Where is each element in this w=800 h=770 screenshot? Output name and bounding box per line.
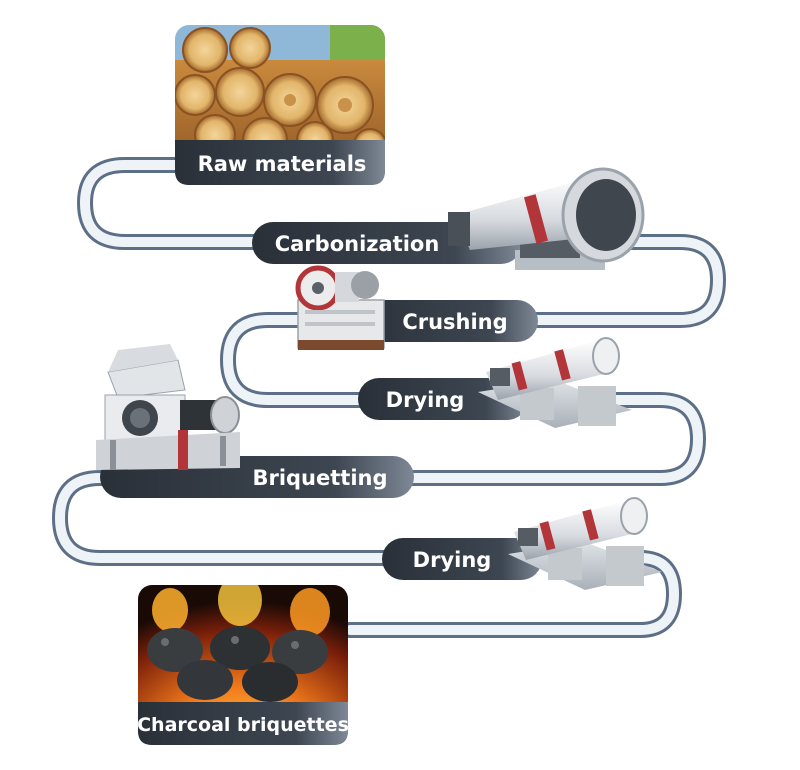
step-label: Crushing bbox=[402, 310, 507, 334]
briquetting-machine-image bbox=[96, 344, 240, 470]
step-label: Raw materials bbox=[198, 152, 367, 176]
step-label: Charcoal briquettes bbox=[137, 714, 349, 736]
crusher-machine-image bbox=[295, 265, 385, 350]
step-label: Carbonization bbox=[275, 232, 440, 256]
step-label: Briquetting bbox=[252, 466, 387, 490]
dryer-machine-image bbox=[478, 337, 632, 428]
dryer-machine-image-2 bbox=[508, 497, 662, 590]
step-crushing: Crushing bbox=[350, 300, 538, 342]
step-drying-1: Drying bbox=[358, 378, 528, 420]
step-drying-2: Drying bbox=[382, 538, 542, 580]
flow-path bbox=[52, 157, 726, 638]
step-raw-materials: Raw materials bbox=[175, 140, 385, 185]
step-label: Drying bbox=[413, 548, 492, 572]
carbonization-machine-image bbox=[448, 167, 645, 270]
step-label: Drying bbox=[386, 388, 465, 412]
step-charcoal-briquettes: Charcoal briquettes bbox=[137, 702, 349, 745]
